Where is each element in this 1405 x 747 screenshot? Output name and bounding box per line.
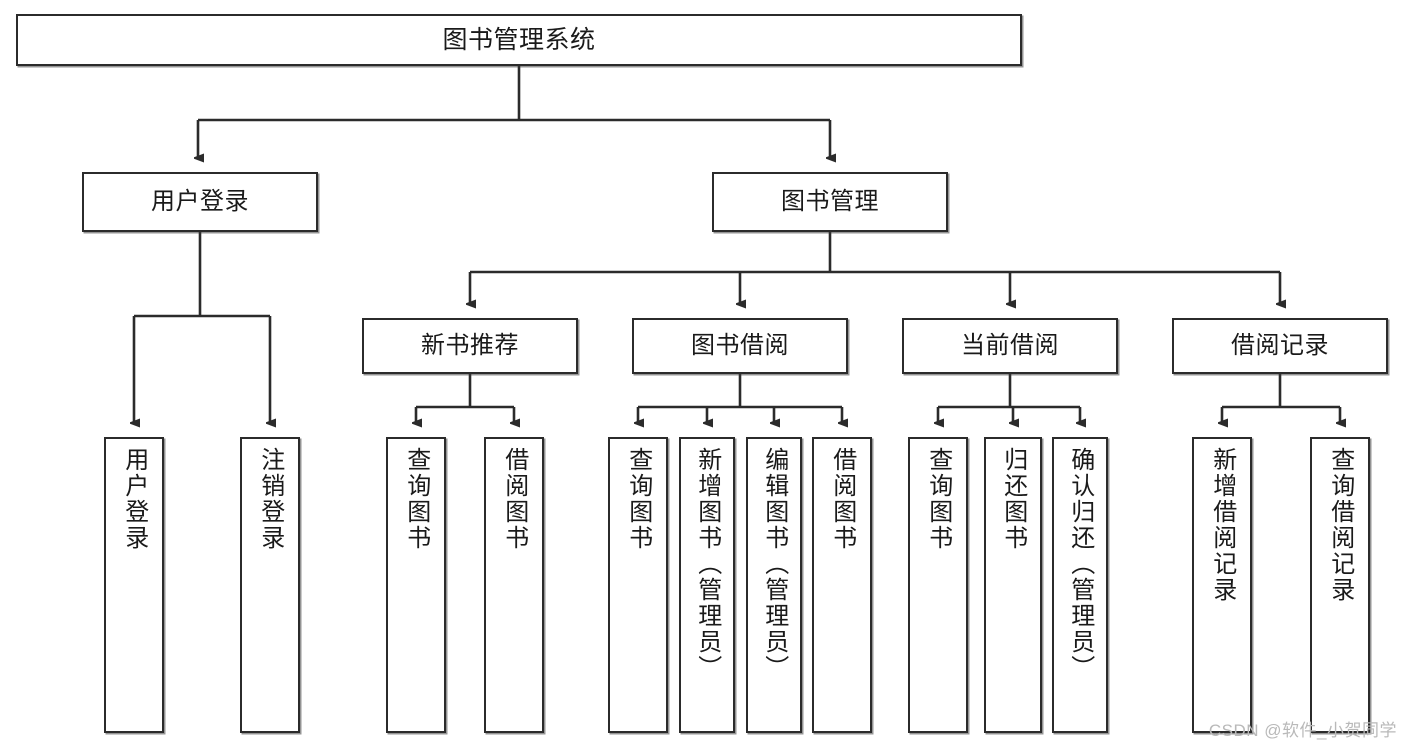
node-book-borrow-label: 图书借阅 [691,331,789,359]
node-leaf-query-borrow-record-label: 查询借阅记录 [1326,447,1354,603]
node-leaf-query-book-1-label: 查询图书 [402,447,430,551]
node-leaf-user-login-label: 用户登录 [120,447,148,551]
node-root-label: 图书管理系统 [442,26,596,54]
node-leaf-borrow-book-1[interactable]: 借阅图书 [484,437,544,733]
node-leaf-borrow-book-2-label: 借阅图书 [828,447,856,551]
node-leaf-add-borrow-record[interactable]: 新增借阅记录 [1192,437,1252,733]
node-leaf-query-book-2-label: 查询图书 [624,447,652,551]
node-user-login-label: 用户登录 [151,187,249,215]
node-current-borrow-label: 当前借阅 [961,331,1059,359]
node-leaf-query-book-3-label: 查询图书 [924,447,952,551]
node-book-borrow[interactable]: 图书借阅 [632,318,848,374]
node-current-borrow[interactable]: 当前借阅 [902,318,1118,374]
node-user-login[interactable]: 用户登录 [82,172,318,232]
node-leaf-user-login[interactable]: 用户登录 [104,437,164,733]
node-leaf-confirm-return[interactable]: 确认归还（管理员） [1052,437,1108,733]
node-leaf-return-book[interactable]: 归还图书 [984,437,1042,733]
node-leaf-user-logout-label: 注销登录 [256,447,284,551]
node-leaf-query-book-3[interactable]: 查询图书 [908,437,968,733]
node-borrow-record-label: 借阅记录 [1231,331,1329,359]
node-leaf-return-book-label: 归还图书 [999,447,1027,551]
node-leaf-add-borrow-record-label: 新增借阅记录 [1208,447,1236,603]
node-leaf-query-book-2[interactable]: 查询图书 [608,437,668,733]
node-borrow-record[interactable]: 借阅记录 [1172,318,1388,374]
node-leaf-add-book[interactable]: 新增图书（管理员） [679,437,735,733]
node-leaf-user-logout[interactable]: 注销登录 [240,437,300,733]
node-leaf-borrow-book-2[interactable]: 借阅图书 [812,437,872,733]
csdn-watermark: CSDN @软件_小贺同学 [1208,721,1397,740]
node-leaf-query-book-1[interactable]: 查询图书 [386,437,446,733]
node-leaf-borrow-book-1-label: 借阅图书 [500,447,528,551]
node-leaf-confirm-return-label: 确认归还（管理员） [1066,447,1094,681]
node-book-manage-label: 图书管理 [781,187,879,215]
node-leaf-edit-book-label: 编辑图书（管理员） [760,447,788,681]
node-book-manage[interactable]: 图书管理 [712,172,948,232]
node-leaf-query-borrow-record[interactable]: 查询借阅记录 [1310,437,1370,733]
node-new-book-rec-label: 新书推荐 [421,331,519,359]
node-root[interactable]: 图书管理系统 [16,14,1022,66]
node-leaf-add-book-label: 新增图书（管理员） [693,447,721,681]
node-new-book-rec[interactable]: 新书推荐 [362,318,578,374]
node-leaf-edit-book[interactable]: 编辑图书（管理员） [746,437,802,733]
